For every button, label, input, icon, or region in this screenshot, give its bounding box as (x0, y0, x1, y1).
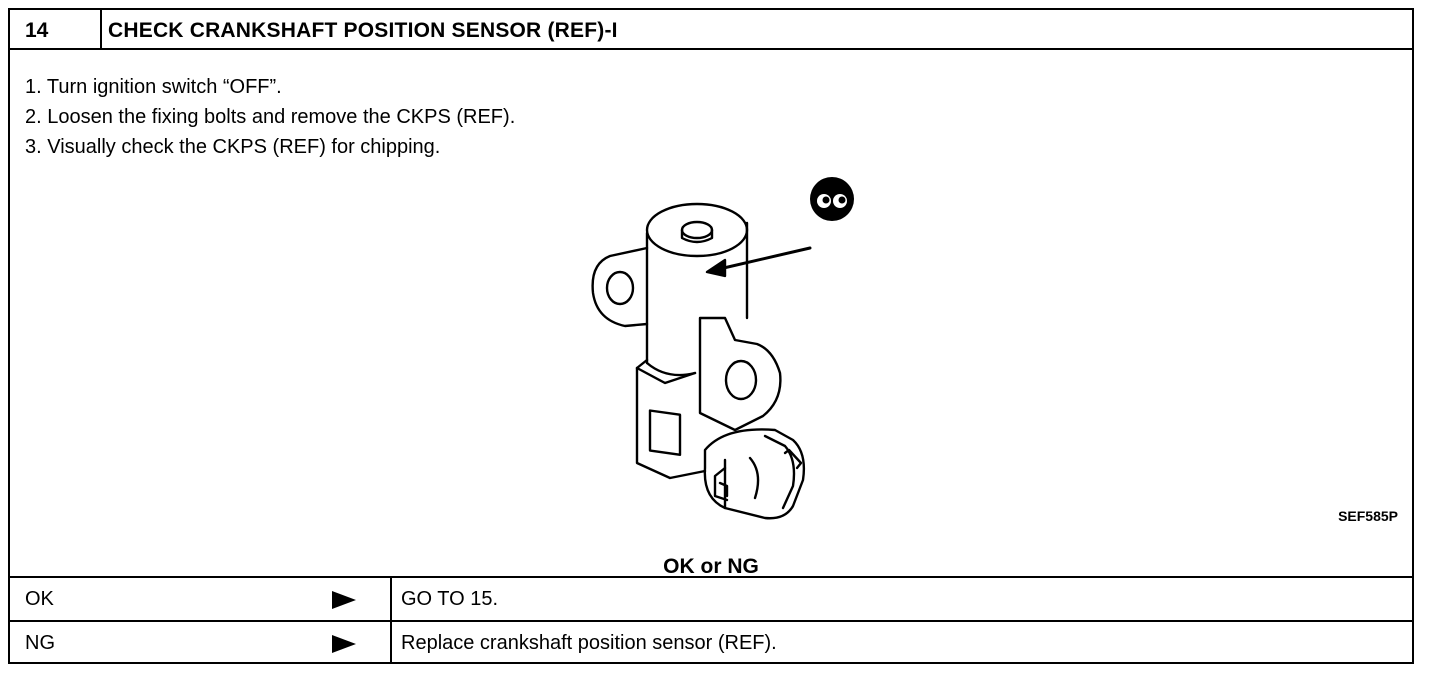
step-number: 14 (10, 10, 102, 48)
result-action: GO TO 15. (390, 578, 498, 620)
figure-code: SEF585P (1338, 508, 1398, 524)
crankshaft-sensor-illustration (591, 202, 812, 520)
result-label: NG (25, 632, 55, 654)
instruction-item: 1. Turn ignition switch “OFF”. (25, 76, 282, 98)
instruction-item: 2. Loosen the fixing bolts and remove th… (25, 106, 516, 128)
decision-prompt: OK or NG (663, 555, 759, 578)
step-title: CHECK CRANKSHAFT POSITION SENSOR (REF)-I (108, 19, 618, 42)
arrow-right-icon (332, 635, 356, 653)
result-label: OK (25, 588, 54, 610)
decision-row-ok: OK GO TO 15. (10, 578, 1412, 622)
arrow-right-icon (332, 591, 356, 609)
decision-row-ng: NG Replace crankshaft position sensor (R… (10, 622, 1412, 664)
instruction-list: 1. Turn ignition switch “OFF”. 2. Loosen… (25, 72, 515, 162)
step-header: 14 CHECK CRANKSHAFT POSITION SENSOR (REF… (10, 10, 1412, 50)
procedure-table: 14 CHECK CRANKSHAFT POSITION SENSOR (REF… (8, 8, 1414, 664)
inspection-eyes-icon (810, 177, 854, 221)
result-action: Replace crankshaft position sensor (REF)… (390, 622, 777, 664)
instruction-item: 3. Visually check the CKPS (REF) for chi… (25, 136, 441, 158)
procedure-body: 1. Turn ignition switch “OFF”. 2. Loosen… (10, 50, 1412, 578)
